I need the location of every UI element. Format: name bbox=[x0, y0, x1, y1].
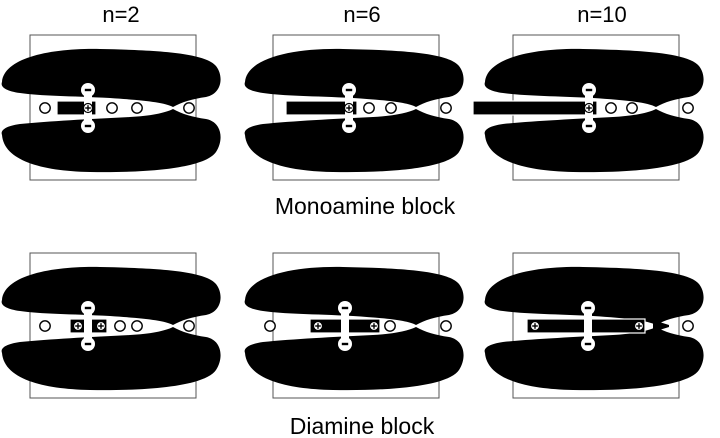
permeant-ion-inner bbox=[626, 102, 638, 114]
column-label-n10: n=10 bbox=[577, 2, 627, 27]
column-label-n2: n=2 bbox=[102, 2, 139, 27]
positive-charge-icon bbox=[82, 102, 94, 114]
permeant-ion-inner bbox=[114, 320, 126, 332]
permeant-ion-inner bbox=[605, 102, 617, 114]
channel-wall-bottom bbox=[1, 327, 221, 391]
site-neck bbox=[341, 326, 349, 344]
negative-site-bottom bbox=[81, 326, 95, 351]
blocker-tail-in-pinch bbox=[653, 320, 669, 332]
channel-wall-bottom bbox=[244, 327, 464, 391]
site-neck bbox=[345, 108, 353, 126]
positive-charge-icon bbox=[72, 320, 84, 332]
positive-charge-icon bbox=[312, 320, 324, 332]
site-neck bbox=[584, 326, 592, 344]
site-neck bbox=[84, 308, 92, 326]
channel-wall-top bbox=[1, 266, 221, 325]
column-label-n6: n=6 bbox=[343, 2, 380, 27]
site-neck bbox=[584, 308, 592, 326]
row-label-diamine: Diamine block bbox=[290, 413, 435, 438]
site-neck bbox=[585, 108, 593, 126]
panel-grid bbox=[1, 34, 704, 399]
channel-wall-top bbox=[484, 266, 704, 325]
permeant-ion-outer bbox=[682, 320, 694, 332]
channel-wall-bottom bbox=[484, 327, 704, 391]
channel-wall-bottom bbox=[484, 109, 704, 173]
permeant-ion-outer bbox=[183, 320, 195, 332]
permeant-ion-inner bbox=[384, 320, 396, 332]
site-neck bbox=[84, 108, 92, 126]
panel-frame bbox=[272, 34, 440, 181]
panel-monoamine-n10 bbox=[472, 34, 704, 181]
blocker-molecule bbox=[285, 100, 358, 116]
site-neck bbox=[341, 308, 349, 326]
panel-diamine-n2 bbox=[1, 252, 221, 399]
panel-diamine-n10 bbox=[484, 252, 704, 399]
column-labels: n=2 n=6 n=10 bbox=[102, 2, 626, 27]
channel-wall-top bbox=[244, 48, 464, 107]
negative-site-bottom bbox=[582, 108, 596, 133]
negative-site-top bbox=[342, 83, 356, 108]
permeant-ion-inner bbox=[106, 102, 118, 114]
positive-charge-icon bbox=[343, 102, 355, 114]
negative-site-top bbox=[338, 301, 352, 326]
channel-wall-top bbox=[244, 266, 464, 325]
permeant-ion-inner bbox=[131, 102, 143, 114]
positive-charge-icon bbox=[583, 102, 595, 114]
row-label-monoamine: Monoamine block bbox=[275, 193, 456, 219]
negative-site-bottom bbox=[81, 108, 95, 133]
site-neck bbox=[84, 326, 92, 344]
negative-site-top bbox=[81, 301, 95, 326]
panel-monoamine-n6 bbox=[244, 34, 464, 181]
site-neck bbox=[84, 90, 92, 108]
negative-site-bottom bbox=[338, 326, 352, 351]
permeant-ion-inner bbox=[131, 320, 143, 332]
negative-site-bottom bbox=[342, 108, 356, 133]
blocker-molecule bbox=[472, 100, 598, 116]
site-neck bbox=[585, 90, 593, 108]
permeant-ion-outer bbox=[440, 102, 452, 114]
positive-charge-icon bbox=[368, 320, 380, 332]
negative-site-top bbox=[81, 83, 95, 108]
panel-diamine-n6 bbox=[244, 252, 464, 399]
permeant-ion-outer bbox=[682, 102, 694, 114]
negative-site-top bbox=[581, 301, 595, 326]
panel-monoamine-n2 bbox=[1, 34, 221, 181]
panel-frame bbox=[29, 34, 197, 181]
panel-frame bbox=[512, 252, 680, 399]
permeant-ion-left bbox=[39, 320, 51, 332]
channel-wall-top bbox=[484, 48, 704, 107]
negative-site-bottom bbox=[581, 326, 595, 351]
permeant-ion-outer bbox=[183, 102, 195, 114]
positive-charge-icon bbox=[95, 320, 107, 332]
channel-wall-bottom bbox=[1, 109, 221, 173]
negative-site-top bbox=[582, 83, 596, 108]
positive-charge-icon bbox=[529, 320, 541, 332]
channel-wall-bottom bbox=[244, 109, 464, 173]
permeant-ion-left bbox=[39, 102, 51, 114]
permeant-ion-outer bbox=[440, 320, 452, 332]
positive-charge-icon bbox=[633, 320, 645, 332]
channel-wall-top bbox=[1, 48, 221, 107]
permeant-ion-inner bbox=[385, 102, 397, 114]
site-neck bbox=[345, 90, 353, 108]
panel-frame bbox=[29, 252, 197, 399]
permeant-ion-left bbox=[264, 320, 276, 332]
permeant-ion-inner bbox=[363, 102, 375, 114]
